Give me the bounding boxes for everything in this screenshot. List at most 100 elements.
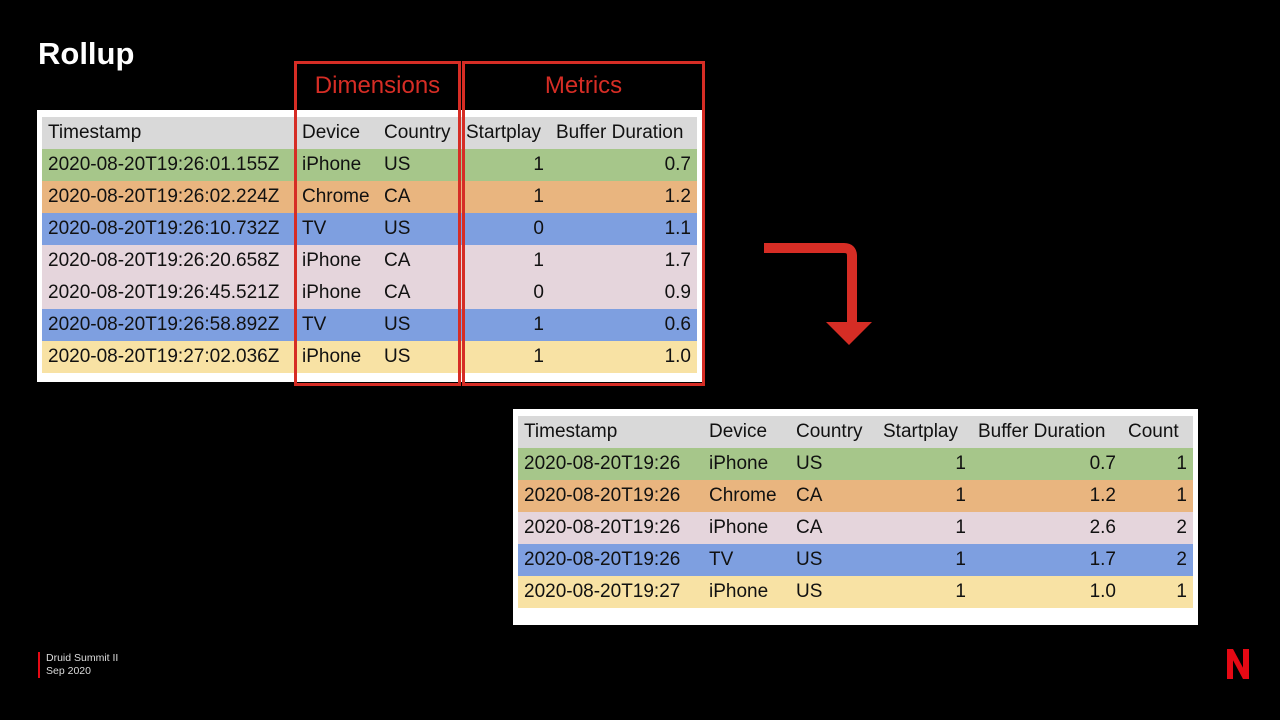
table-cell: 2: [1176, 549, 1187, 570]
table-row: 2020-08-20T19:26 iPhone CA 1 2.6 2: [518, 512, 1193, 544]
table-cell: US: [796, 581, 823, 602]
rollup-arrow-icon: [764, 243, 872, 345]
table-header-row: Timestamp Device Country Startplay Buffer Du…: [42, 117, 697, 149]
table-cell: 2.6: [1089, 517, 1116, 538]
table-cell: 1.1: [664, 218, 691, 239]
table-cell: 2020-08-20T19:26:20.658Z: [48, 250, 280, 271]
table-cell: 1.7: [1089, 549, 1116, 570]
slide-title: Rollup: [38, 36, 135, 71]
table-cell: 2020-08-20T19:27: [524, 581, 681, 602]
table-row: 2020-08-20T19:27 iPhone US 1 1.0 1: [518, 576, 1193, 608]
table-header-row: Timestamp Device Country Startplay Buffer Du…: [518, 416, 1193, 448]
table-cell: iPhone: [709, 517, 769, 538]
table-cell: 0: [533, 282, 544, 303]
table-cell: 2: [1176, 517, 1187, 538]
table-cell: 1.2: [664, 186, 691, 207]
table-cell: CA: [384, 282, 411, 303]
dimensions-highlight-box: [294, 61, 461, 386]
table-cell: 2020-08-20T19:26: [524, 485, 681, 506]
table-row: 2020-08-20T19:26:20.658Z iPhone CA 1 1.7: [42, 245, 697, 277]
table-cell: 2020-08-20T19:26:58.892Z: [48, 314, 280, 335]
table-cell: 2020-08-20T19:26:10.732Z: [48, 218, 280, 239]
column-header: Timestamp: [524, 421, 618, 442]
table-cell: iPhone: [302, 282, 362, 303]
dimensions-label: Dimensions: [314, 72, 441, 99]
column-header: Device: [302, 122, 361, 143]
footer-event-date: Sep 2020: [46, 665, 91, 677]
table-row: 2020-08-20T19:26:58.892Z TV US 1 0.6: [42, 309, 697, 341]
metrics-highlight-box: [462, 61, 705, 386]
table-cell: 2020-08-20T19:26: [524, 453, 681, 474]
table-cell: 0.6: [664, 314, 691, 335]
column-header: Country: [384, 122, 451, 143]
table-cell: US: [384, 154, 411, 175]
table-cell: 1: [533, 314, 544, 335]
table-cell: 1: [1176, 453, 1187, 474]
footer-event-name: Druid Summit II: [46, 652, 119, 664]
table-row: 2020-08-20T19:26 TV US 1 1.7 2: [518, 544, 1193, 576]
netflix-logo-icon: [1227, 649, 1249, 679]
table-cell: 1: [955, 485, 966, 506]
column-header: Buffer Duration: [978, 421, 1106, 442]
table-cell: 1: [955, 517, 966, 538]
rollup-table-frame: Timestamp Device Country Startplay Buffer Du…: [513, 409, 1198, 625]
table-cell: 1.7: [664, 250, 691, 271]
raw-data-table: Timestamp Device Country Startplay Buffer Du…: [42, 117, 697, 373]
column-header: Country: [796, 421, 863, 442]
table-cell: iPhone: [302, 250, 362, 271]
table-cell: 0: [533, 218, 544, 239]
table-cell: CA: [796, 517, 823, 538]
table-cell: 0.7: [1089, 453, 1116, 474]
table-cell: TV: [709, 549, 734, 570]
column-header: Startplay: [466, 122, 541, 143]
raw-table-frame: Timestamp Device Country Startplay Buffer Du…: [37, 110, 702, 382]
table-row: 2020-08-20T19:26:45.521Z iPhone CA 0 0.9: [42, 277, 697, 309]
table-cell: 1.0: [664, 346, 691, 367]
table-cell: US: [384, 218, 411, 239]
table-cell: US: [796, 453, 823, 474]
table-cell: 1.2: [1089, 485, 1116, 506]
table-cell: iPhone: [302, 154, 362, 175]
table-cell: 1: [955, 453, 966, 474]
table-cell: 1: [533, 250, 544, 271]
table-cell: CA: [384, 250, 411, 271]
table-cell: US: [384, 346, 411, 367]
table-cell: 0.9: [664, 282, 691, 303]
column-header: Startplay: [883, 421, 958, 442]
column-header: Count: [1128, 421, 1179, 442]
table-cell: 1: [533, 346, 544, 367]
column-header: Buffer Duration: [556, 122, 684, 143]
table-row: 2020-08-20T19:26 iPhone US 1 0.7 1: [518, 448, 1193, 480]
table-cell: iPhone: [709, 581, 769, 602]
table-cell: TV: [302, 314, 327, 335]
table-cell: Chrome: [302, 186, 370, 207]
table-cell: 1: [1176, 581, 1187, 602]
table-cell: US: [384, 314, 411, 335]
column-header: Timestamp: [48, 122, 142, 143]
rollup-data-table: Timestamp Device Country Startplay Buffer Du…: [518, 416, 1193, 608]
table-cell: 2020-08-20T19:27:02.036Z: [48, 346, 280, 367]
table-cell: 1: [955, 549, 966, 570]
table-row: 2020-08-20T19:27:02.036Z iPhone US 1 1.0: [42, 341, 697, 373]
table-cell: 2020-08-20T19:26: [524, 517, 681, 538]
table-cell: CA: [384, 186, 411, 207]
table-cell: CA: [796, 485, 823, 506]
table-cell: 2020-08-20T19:26: [524, 549, 681, 570]
table-cell: 1: [955, 581, 966, 602]
table-cell: US: [796, 549, 823, 570]
table-cell: TV: [302, 218, 327, 239]
table-cell: 1.0: [1089, 581, 1116, 602]
column-header: Device: [709, 421, 768, 442]
table-cell: iPhone: [302, 346, 362, 367]
metrics-label: Metrics: [544, 72, 623, 99]
table-row: 2020-08-20T19:26:10.732Z TV US 0 1.1: [42, 213, 697, 245]
table-cell: 2020-08-20T19:26:45.521Z: [48, 282, 280, 303]
table-cell: 1: [533, 154, 544, 175]
table-cell: 1: [533, 186, 544, 207]
table-cell: iPhone: [709, 453, 769, 474]
table-cell: 2020-08-20T19:26:02.224Z: [48, 186, 280, 207]
table-row: 2020-08-20T19:26:02.224Z Chrome CA 1 1.2: [42, 181, 697, 213]
footer-event: Druid Summit II Sep 2020: [38, 652, 118, 678]
